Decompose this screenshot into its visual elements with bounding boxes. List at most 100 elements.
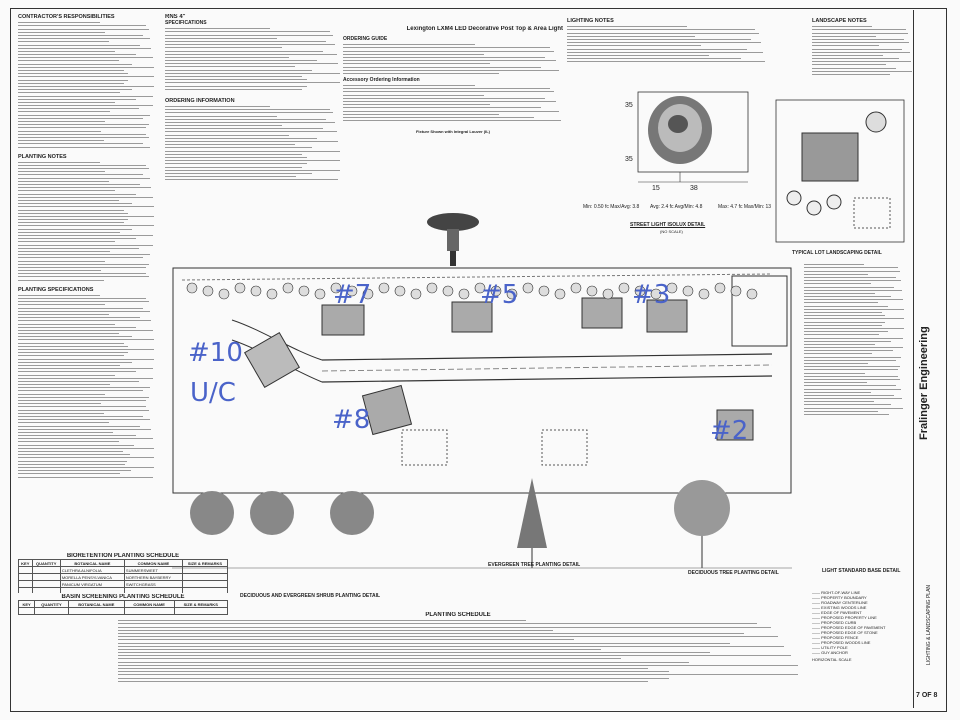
legend-item: —— GUY ANCHOR	[812, 650, 848, 655]
contractor-notes-text	[18, 22, 154, 148]
fine-print-line	[18, 50, 115, 52]
fine-print-line	[18, 136, 149, 138]
table-cell: SWITCHGRASS	[123, 580, 184, 588]
fine-print-line	[804, 369, 898, 371]
tree-symbol	[714, 282, 726, 294]
fine-print-line	[18, 184, 141, 185]
fine-print-line	[18, 301, 149, 303]
fine-print-line	[118, 671, 669, 673]
fine-print-line	[812, 54, 883, 56]
fine-print-line	[804, 308, 904, 310]
planting-schedule-grid	[118, 620, 798, 682]
fine-print-line	[18, 79, 129, 81]
tree-symbol	[442, 285, 454, 297]
fine-print-line	[804, 410, 878, 412]
fine-print-line	[18, 257, 144, 259]
fine-print-line	[343, 60, 557, 62]
table-cell	[59, 587, 125, 593]
rns-spec-block: RNS 4" SPECIFICATIONS ORDERING INFORMATI…	[165, 14, 340, 244]
fine-print-line	[804, 340, 891, 342]
fine-print-line	[165, 128, 323, 130]
fine-print-line	[18, 270, 101, 272]
fine-print-line	[343, 107, 541, 109]
fine-print-line	[165, 163, 307, 165]
fine-print-line	[18, 222, 125, 224]
typical-lot-detail	[775, 99, 905, 243]
fine-print-line	[18, 127, 146, 129]
fine-print-line	[343, 50, 555, 52]
fine-print-line	[343, 72, 500, 74]
fine-print-line	[18, 384, 111, 386]
fine-print-line	[165, 134, 290, 136]
fine-print-line	[812, 26, 872, 28]
fine-print-line	[165, 37, 277, 39]
dim-label: 15	[652, 185, 660, 192]
tree-symbol	[666, 282, 678, 294]
fine-print-line	[567, 32, 759, 34]
tree-symbol	[266, 288, 278, 300]
table-cell: CLETHRA ALNIFOLIA	[59, 566, 125, 574]
fine-print-line	[118, 655, 792, 657]
fine-print-line	[165, 56, 290, 58]
fine-print-line	[118, 661, 690, 663]
planting-schedule-block: PLANTING SCHEDULE	[118, 612, 798, 704]
fine-print-line	[18, 22, 100, 24]
table-header: BOTANICAL NAME	[59, 559, 125, 567]
tree-symbol	[458, 288, 470, 300]
sheet-number: 7 OF 8	[916, 692, 938, 699]
fine-print-line	[18, 406, 146, 408]
fine-print-line	[343, 113, 500, 115]
fine-print-line	[165, 72, 340, 74]
isolux-diagram	[637, 91, 749, 183]
fine-print-line	[804, 312, 882, 313]
fine-print-line	[343, 53, 484, 55]
sheet-title: LIGHTING & LANDSCAPING PLAN	[926, 584, 932, 665]
legend: —— RIGHT-OF-WAY LINE—— PROPERTY BOUNDARY…	[812, 590, 912, 698]
fine-print-line	[18, 380, 140, 382]
under-construction-tag: U/C	[190, 378, 236, 408]
fine-print-line	[804, 414, 889, 415]
shrub-detail-title: DECIDUOUS AND EVERGREEN SHRUB PLANTING D…	[240, 593, 381, 599]
fine-print-line	[18, 329, 153, 331]
fine-print-line	[18, 98, 137, 100]
fine-print-line	[18, 304, 106, 306]
tree-symbol	[698, 288, 710, 300]
tree-symbol	[602, 288, 614, 300]
fine-print-line	[343, 101, 557, 102]
fine-print-line	[165, 50, 323, 52]
tree-symbol	[570, 282, 582, 294]
isolux-title: STREET LIGHT ISOLUX DETAIL	[630, 222, 706, 228]
table-cell	[123, 587, 184, 593]
fine-print-line	[18, 276, 149, 278]
fine-print-line	[18, 95, 153, 97]
light-standard-title: LIGHT STANDARD BASE DETAIL	[822, 568, 901, 574]
fine-print-line	[18, 44, 141, 46]
fine-print-line	[804, 264, 864, 266]
planting-notes-text	[18, 161, 154, 281]
fine-print-line	[18, 209, 125, 211]
lighting-notes-heading: LIGHTING NOTES	[567, 18, 614, 24]
specifications-label: SPECIFICATIONS	[165, 20, 207, 26]
legend-item: —— RIGHT-OF-WAY LINE	[812, 590, 861, 595]
fine-print-line	[18, 368, 153, 370]
fine-print-line	[18, 247, 140, 249]
fine-print-line	[118, 636, 778, 638]
fine-print-line	[804, 327, 904, 329]
fine-print-line	[804, 407, 903, 409]
fine-print-line	[567, 61, 765, 63]
legend-item: —— PROPOSED EDGE OF PAVEMENT	[812, 625, 886, 630]
fine-print-line	[18, 320, 152, 322]
fine-print-line	[343, 69, 559, 71]
legend-item: —— ROADWAY CENTERLINE	[812, 600, 868, 605]
ordering-grid	[165, 105, 340, 181]
fine-print-line	[18, 400, 146, 401]
fine-print-line	[165, 28, 270, 30]
table-cell	[18, 566, 33, 574]
fine-print-line	[165, 34, 333, 36]
fine-print-line	[18, 85, 154, 87]
fine-print-line	[165, 131, 337, 133]
fine-print-line	[18, 66, 154, 68]
fine-print-line	[165, 88, 302, 90]
tree-symbol	[426, 282, 438, 294]
